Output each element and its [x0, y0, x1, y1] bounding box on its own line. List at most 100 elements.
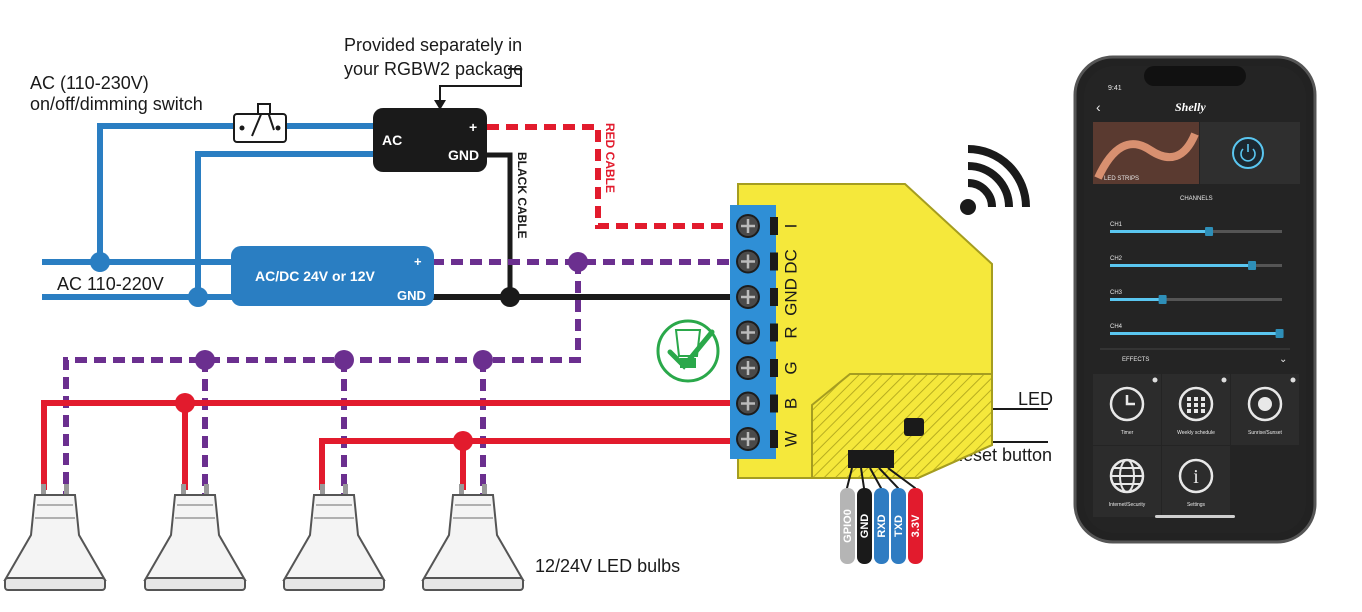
provided-label-1: Provided separately in — [344, 35, 522, 55]
tile-label: Settings — [1187, 502, 1206, 508]
pin-gnd: GND — [857, 467, 872, 564]
junction-dot — [473, 350, 493, 370]
terminal-label: R — [781, 326, 800, 338]
purple-dc-drop — [63, 262, 581, 495]
led-bulb-icon — [421, 484, 525, 591]
terminal-r: R — [736, 320, 800, 345]
pin-label: RXD — [876, 514, 888, 537]
terminal-label: I — [781, 224, 800, 229]
junction-dot — [500, 287, 520, 307]
info-icon: i — [1178, 458, 1214, 494]
back-icon[interactable]: ‹ — [1096, 99, 1101, 115]
junction-dot — [334, 350, 354, 370]
rgbw2-device: I DC GND R G B W GPIO0 GND RXD TXD 3.3V — [730, 183, 993, 564]
led-bulb-icon — [143, 484, 247, 591]
terminal-label: DC — [781, 249, 800, 274]
bulbs-label: 12/24V LED bulbs — [535, 556, 680, 576]
junction-dot — [195, 350, 215, 370]
calendar-icon — [1178, 386, 1214, 422]
terminal-gnd: GND — [736, 278, 800, 316]
junction-dot — [90, 252, 110, 272]
provided-label-2: your RGBW2 package — [344, 59, 523, 79]
tile-label: Internet/Security — [1109, 502, 1146, 508]
effects-label: EFFECTS — [1122, 357, 1149, 363]
ac-switch-label-1: AC (110-230V) — [30, 73, 149, 93]
terminal-i: I — [736, 214, 800, 238]
black-cable-label: BLACK CABLE — [515, 152, 529, 239]
junctions — [90, 252, 588, 451]
power-button-icon[interactable] — [1232, 137, 1264, 169]
chevron-down-icon[interactable]: ⌄ — [1279, 354, 1287, 365]
red-wire-w — [319, 438, 735, 490]
channels-title: CHANNELS — [1180, 196, 1213, 202]
psu-label: AC/DC 24V or 12V — [255, 268, 375, 284]
pin-rxd: RXD — [869, 467, 889, 564]
tile-calendar[interactable]: Weekly schedule — [1162, 374, 1230, 445]
junction-dot — [453, 431, 473, 451]
tile-clock[interactable]: Timer — [1093, 374, 1161, 445]
pin-txd: TXD — [878, 467, 906, 564]
adapter-ac-label: AC — [382, 132, 402, 148]
terminal-label: G — [781, 361, 800, 374]
psu-plus-label: + — [414, 254, 422, 269]
channel-slider-ch4[interactable]: CH4 — [1110, 324, 1284, 338]
channel-label: CH4 — [1110, 324, 1123, 330]
bulbs — [3, 484, 525, 591]
led-bulb-icon — [282, 484, 386, 591]
terminal-dc: DC — [736, 249, 800, 274]
tile-sunrise[interactable]: Sunrise/Sunset — [1231, 374, 1299, 445]
red-cable-dashed — [487, 124, 735, 229]
pin-label: GPIO0 — [842, 509, 854, 543]
pin-label: GND — [859, 514, 871, 539]
channel-slider-ch1[interactable]: CH1 — [1110, 222, 1282, 236]
terminal-w: W — [736, 427, 800, 451]
psu-gnd-label: GND — [397, 288, 426, 303]
tile-globe[interactable]: Internet/Security — [1093, 446, 1161, 517]
channel-label: CH3 — [1110, 290, 1123, 296]
pin-gpio0: GPIO0 — [840, 467, 855, 564]
sunrise-icon — [1247, 386, 1283, 422]
red-cable-label: RED CABLE — [603, 123, 617, 193]
channel-label: CH2 — [1110, 256, 1123, 262]
provided-arrow-head — [434, 100, 446, 110]
junction-dot — [175, 393, 195, 413]
globe-icon — [1109, 458, 1145, 494]
terminal-b: B — [736, 391, 800, 416]
led-label: LED — [1018, 389, 1053, 409]
brand-logo: Shelly — [1175, 100, 1206, 114]
ac-switch-label-2: on/off/dimming switch — [30, 94, 203, 114]
wifi-icon — [960, 145, 1030, 215]
tile-label: Weekly schedule — [1177, 430, 1215, 436]
terminal-g: G — [736, 356, 800, 380]
clock-icon — [1109, 386, 1145, 422]
phone-time: 9:41 — [1108, 85, 1122, 92]
terminal-label: B — [781, 398, 800, 409]
pin-label: 3.3V — [910, 514, 922, 537]
svg-text:i: i — [1193, 466, 1199, 488]
pin-33v: 3.3V — [887, 467, 923, 564]
blue-wire-neutral — [195, 151, 375, 297]
red-wire-b — [41, 400, 735, 490]
led-bulb-icon — [3, 484, 107, 591]
black-cable — [487, 152, 513, 297]
blue-wire-line-top — [97, 123, 375, 262]
junction-dot — [568, 252, 588, 272]
ac-mains-label: AC 110-220V — [57, 274, 164, 294]
tile-label: Timer — [1121, 430, 1134, 436]
power-supply: AC/DC 24V or 12V + GND — [231, 246, 434, 306]
channel-label: CH1 — [1110, 222, 1123, 228]
junction-dot — [188, 287, 208, 307]
phone: 9:41 ‹ Shelly LED STRIPS CHANNELS CH1CH2… — [1073, 55, 1317, 544]
compatible-check-icon — [656, 319, 720, 383]
pin-label: TXD — [893, 515, 905, 537]
adapter-gnd-label: GND — [448, 147, 479, 163]
tile-label: Sunrise/Sunset — [1248, 430, 1283, 436]
terminal-label: W — [781, 431, 800, 447]
provided-arrow-line — [439, 68, 522, 103]
wall-switch — [233, 103, 287, 143]
channel-slider-ch3[interactable]: CH3 — [1110, 290, 1282, 304]
channel-slider-ch2[interactable]: CH2 — [1110, 256, 1282, 270]
ac-adapter: AC + GND — [373, 108, 487, 172]
